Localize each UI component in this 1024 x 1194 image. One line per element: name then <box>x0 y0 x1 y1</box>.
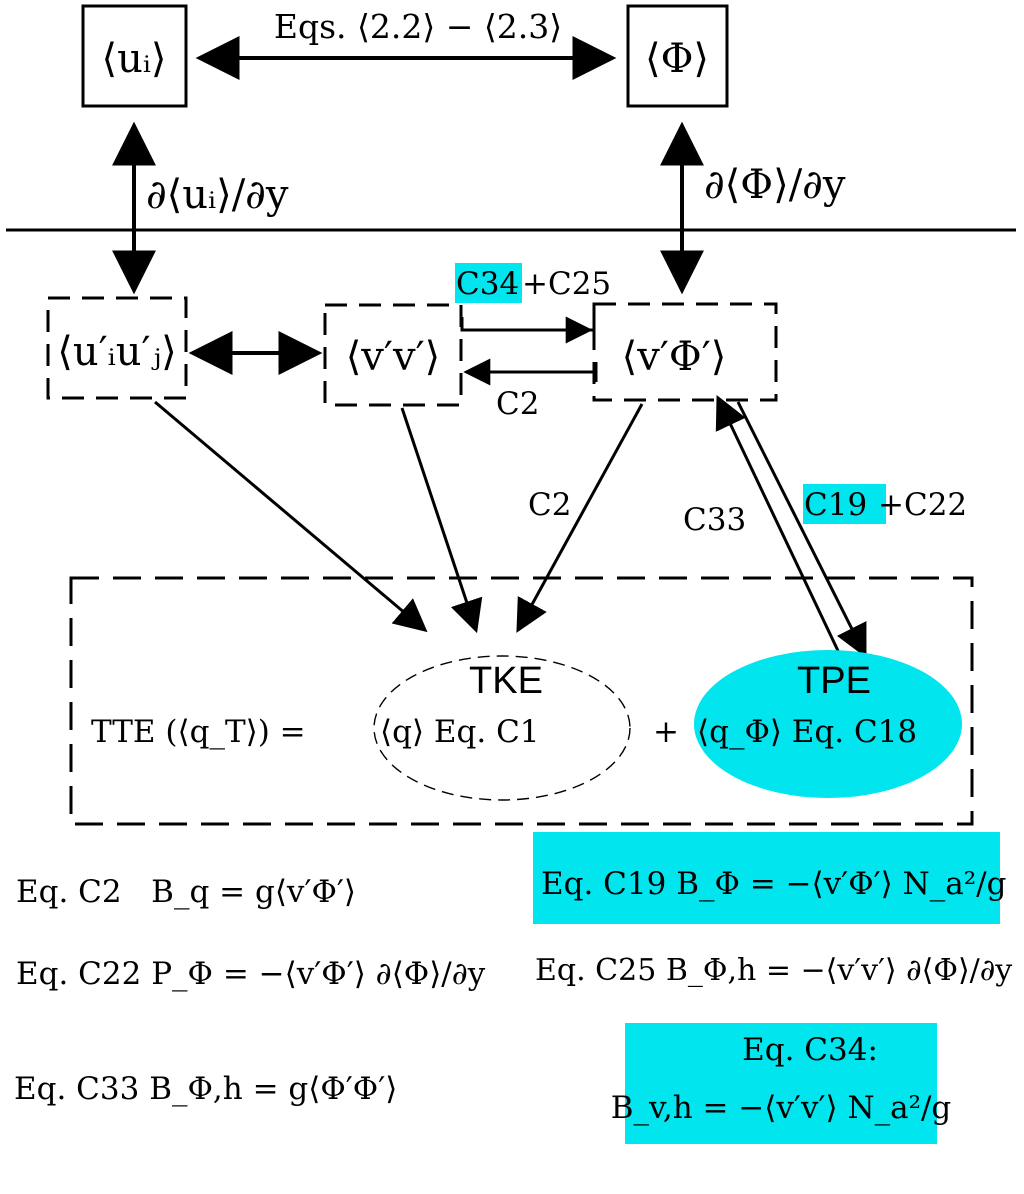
flux-to-tpe-arrow <box>736 401 867 658</box>
mean-velocity-label: ⟨uᵢ⟩ <box>101 36 166 82</box>
tte-label: TTE (⟨q_T⟩) = <box>91 714 306 750</box>
tpe-equation: ⟨q_Φ⟩ Eq. C18 <box>697 714 917 750</box>
c19-highlight <box>803 484 886 524</box>
flux-to-tke-arrow <box>516 403 644 633</box>
tpe-ellipse <box>694 650 962 798</box>
mean-velocity-box <box>81 4 188 108</box>
reynolds-stress-label: ⟨u′ᵢu′ⱼ⟩ <box>57 329 177 375</box>
vertical-to-tke-arrow <box>400 407 483 634</box>
mean-phi-label: ⟨Φ⟩ <box>645 36 709 82</box>
eq-c19: Eq. C19 B_Φ = −⟨v′Φ′⟩ N_a²/g <box>541 866 1006 902</box>
reynolds-stress-box <box>46 296 188 400</box>
grad-u-label: ∂⟨uᵢ⟩/∂y <box>146 172 289 218</box>
tke-equation: ⟨q⟩ Eq. C1 <box>380 714 540 750</box>
eq-c34-body: B_v,h = −⟨v′v′⟩ N_a²/g <box>611 1090 952 1126</box>
tpe-to-flux-arrow <box>715 395 842 656</box>
flux-label: ⟨v′Φ′⟩ <box>622 334 727 380</box>
eq-c2: Eq. C2 B_q = g⟨v′Φ′⟩ <box>16 874 356 910</box>
c19-label: C19 <box>804 487 867 523</box>
tke-ellipse <box>373 655 631 801</box>
tke-label: TKE <box>469 660 543 702</box>
plus-c25-label: +C25 <box>522 266 611 302</box>
eq-c33: Eq. C33 B_Φ,h = g⟨Φ′Φ′⟩ <box>14 1071 397 1107</box>
c2-mid-label: C2 <box>496 386 539 422</box>
c33-label: C33 <box>683 502 746 538</box>
reynolds-to-tke-arrow <box>154 400 428 633</box>
top-link-label: Eqs. ⟨2.2⟩ − ⟨2.3⟩ <box>274 7 562 46</box>
c34-c25-arrow <box>460 312 596 332</box>
eq-c34-highlight <box>625 1023 937 1144</box>
eq-c19-highlight <box>533 832 1000 924</box>
c2-diag-label: C2 <box>528 487 571 523</box>
tpe-label: TPE <box>797 660 871 702</box>
vertical-stress-label: ⟨v′v′⟩ <box>346 334 441 380</box>
grad-phi-label: ∂⟨Φ⟩/∂y <box>704 162 846 208</box>
mean-phi-box <box>626 4 729 108</box>
energy-plus: + <box>653 714 679 750</box>
energy-box <box>69 576 974 826</box>
eq-c25: Eq. C25 B_Φ,h = −⟨v′v′⟩ ∂⟨Φ⟩/∂y <box>535 953 1012 988</box>
eq-c34-title: Eq. C34: <box>742 1032 878 1068</box>
c34-highlight <box>455 263 522 303</box>
plus-c22-label: +C22 <box>878 487 967 523</box>
c34-label: C34 <box>456 266 519 302</box>
vertical-stress-box <box>323 303 463 407</box>
eq-c22: Eq. C22 P_Φ = −⟨v′Φ′⟩ ∂⟨Φ⟩/∂y <box>16 956 486 992</box>
